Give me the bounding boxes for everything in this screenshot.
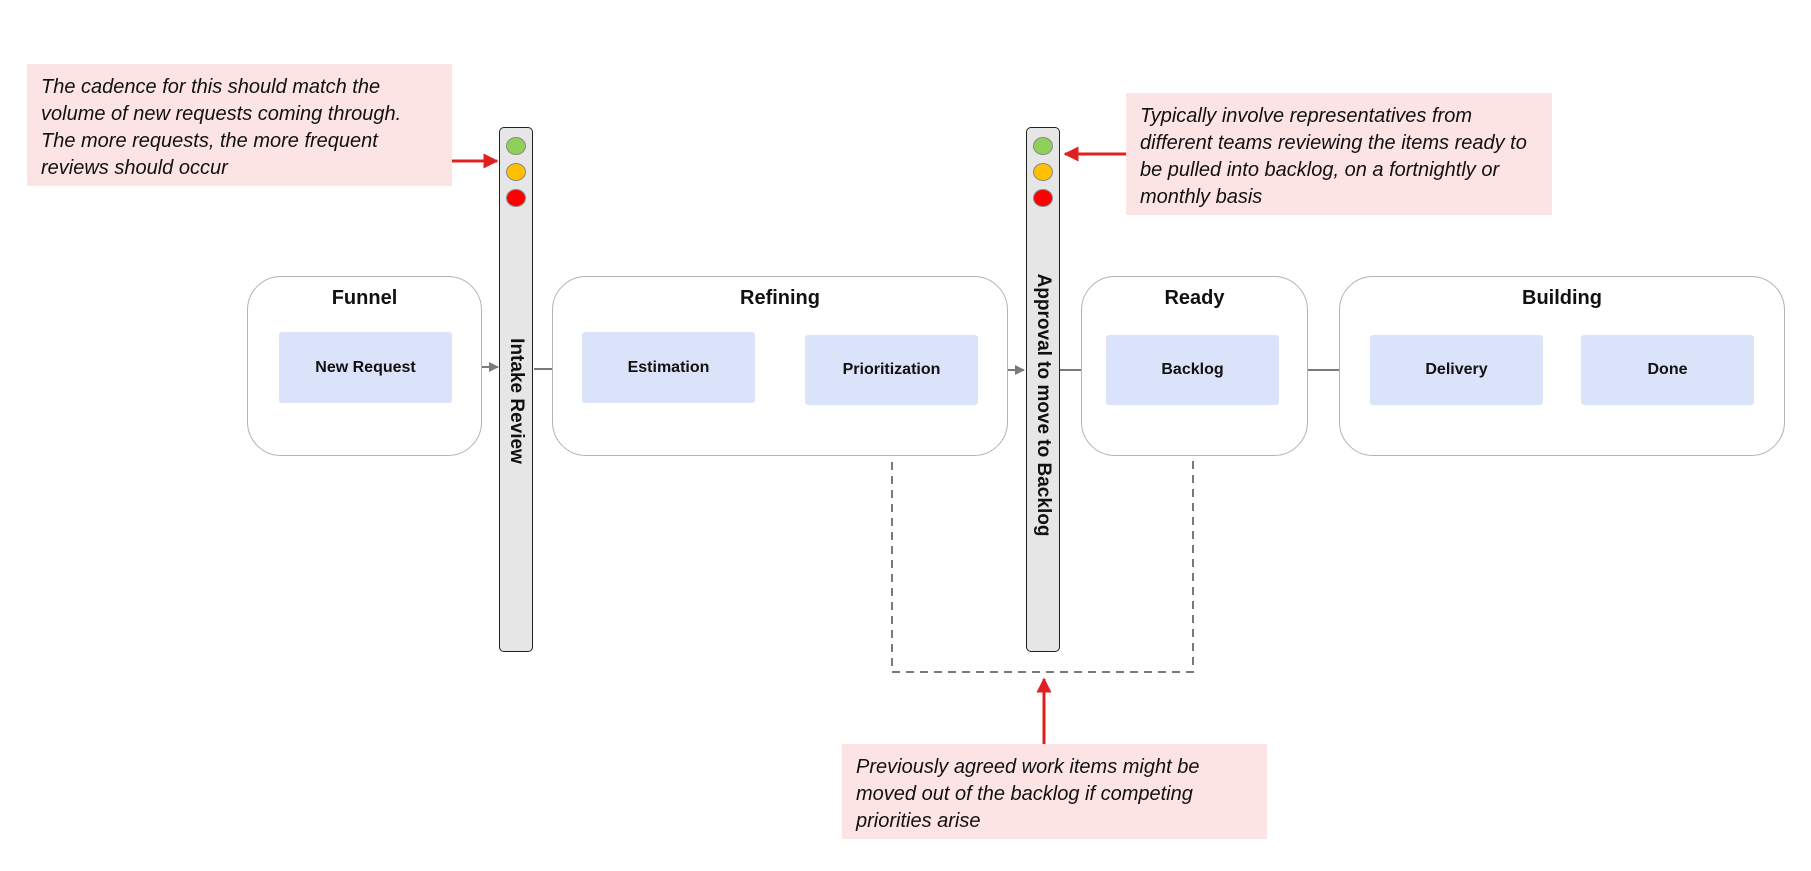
note-backlog-reprioritization: Previously agreed work items might be mo…	[842, 744, 1267, 839]
group-title-ready: Ready	[1164, 287, 1225, 309]
step-estimation: Estimation	[582, 332, 755, 403]
group-title-building: Building	[1522, 287, 1602, 309]
amber-light-icon	[506, 163, 526, 181]
gate-label-intake-review: Intake Review	[506, 338, 527, 464]
green-light-icon	[1033, 137, 1053, 155]
step-done: Done	[1581, 335, 1754, 405]
dashed-return-path	[887, 405, 1194, 673]
step-new-request: New Request	[279, 332, 452, 403]
red-light-icon	[506, 189, 526, 207]
step-delivery: Delivery	[1370, 335, 1543, 405]
group-title-funnel: Funnel	[331, 287, 398, 309]
red-light-icon	[1033, 189, 1053, 207]
amber-light-icon	[1033, 163, 1053, 181]
note-intake-cadence: The cadence for this should match the vo…	[27, 64, 452, 186]
group-title-refining: Refining	[740, 287, 820, 309]
gate-intake-review: Intake Review	[499, 127, 533, 652]
step-backlog: Backlog	[1106, 335, 1279, 405]
green-light-icon	[506, 137, 526, 155]
gate-approval-to-backlog: Approval to move to Backlog	[1026, 127, 1060, 652]
note-approval-representatives: Typically involve representatives from d…	[1126, 93, 1552, 215]
step-prioritization: Prioritization	[805, 335, 978, 405]
gate-label-approval-to-backlog: Approval to move to Backlog	[1033, 273, 1054, 537]
